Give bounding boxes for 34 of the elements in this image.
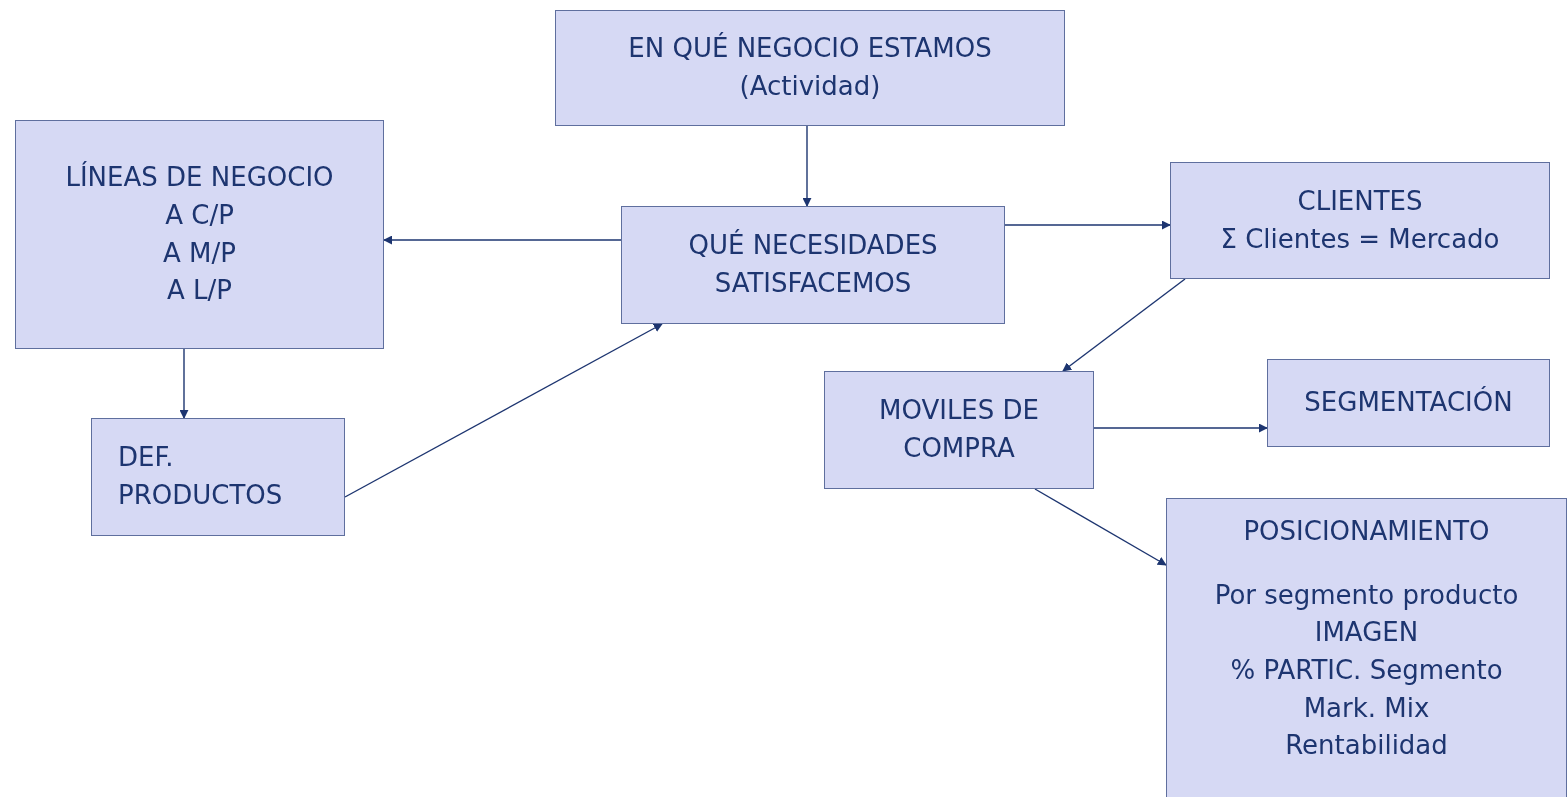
- box-text: MOVILES DE COMPRA: [878, 394, 1040, 465]
- box-text: Por segmento producto: [1213, 578, 1520, 612]
- box-text: Σ Clientes = Mercado: [1219, 222, 1501, 256]
- purchase-motives-box: [824, 371, 1094, 489]
- box-text: CLIENTES: [1296, 184, 1424, 218]
- positioning-box: [1166, 498, 1567, 797]
- arrow: [1034, 488, 1167, 566]
- box-text: LÍNEAS DE NEGOCIO: [64, 160, 335, 195]
- box-text: A M/P: [162, 236, 237, 270]
- box-text: A L/P: [166, 274, 233, 308]
- activity-box: [555, 10, 1065, 126]
- box-text: Rentabilidad: [1284, 729, 1449, 763]
- box-text: SEGMENTACIÓN: [1303, 385, 1514, 420]
- box-text: % PARTIC. Segmento: [1229, 654, 1504, 688]
- box-text: QUÉ NECESIDADES SATISFACEMOS: [687, 228, 939, 300]
- arrow: [1093, 423, 1268, 433]
- arrow: [1062, 278, 1186, 372]
- box-text: IMAGEN: [1313, 616, 1420, 650]
- arrow: [383, 235, 622, 245]
- box-text: DEF. PRODUCTOS: [117, 441, 284, 512]
- arrow: [802, 125, 812, 207]
- segmentation-box: [1267, 359, 1550, 447]
- arrow: [1004, 220, 1171, 230]
- box-text: Mark. Mix: [1302, 691, 1431, 725]
- clients-box: [1170, 162, 1550, 279]
- arrow: [344, 323, 663, 498]
- box-text: (Actividad): [738, 70, 882, 103]
- box-text: A C/P: [164, 198, 235, 232]
- needs-box: [621, 206, 1005, 324]
- arrow: [179, 348, 189, 419]
- business-lines-box: [15, 120, 384, 349]
- products-box: [91, 418, 345, 536]
- box-text: EN QUÉ NEGOCIO ESTAMOS: [627, 31, 993, 66]
- box-text: POSICIONAMIENTO: [1242, 515, 1491, 548]
